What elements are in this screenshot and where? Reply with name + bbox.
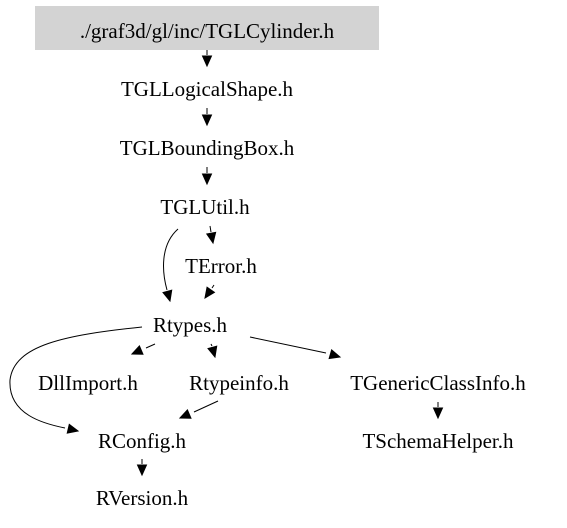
node-label: RConfig.h: [98, 429, 187, 453]
arrowhead: [178, 409, 192, 419]
arrowhead: [130, 345, 144, 355]
node-generic[interactable]: TGenericClassInfo.h: [350, 371, 526, 395]
arrowhead: [205, 231, 217, 245]
node-schema[interactable]: TSchemaHelper.h: [362, 429, 514, 453]
edges-layer: [9, 50, 444, 477]
edge-util-to-rtypes: [162, 228, 179, 303]
edge-line: [145, 343, 156, 349]
arrowhead: [162, 289, 173, 303]
node-highlight-box: [35, 6, 379, 50]
node-label: TGLBoundingBox.h: [120, 136, 295, 160]
node-bbox[interactable]: TGLBoundingBox.h: [120, 136, 295, 160]
node-terror[interactable]: TError.h: [185, 254, 257, 278]
node-root[interactable]: ./graf3d/gl/inc/TGLCylinder.h: [35, 6, 379, 50]
arrowhead: [66, 423, 80, 434]
node-label: Rtypes.h: [153, 313, 228, 337]
edge-util-to-terror: [205, 225, 217, 245]
edge-line: [9, 326, 143, 429]
node-label: TError.h: [185, 254, 257, 278]
edge-line: [209, 225, 212, 233]
edge-rtypes-to-dllimport: [130, 343, 156, 355]
arrowhead: [136, 464, 148, 477]
node-label: TGLLogicalShape.h: [121, 77, 294, 101]
arrowhead: [432, 407, 444, 420]
node-label: Rtypeinfo.h: [189, 371, 289, 395]
node-label: TGLUtil.h: [160, 195, 250, 219]
edge-bbox-to-util: [201, 167, 213, 186]
edge-line: [249, 336, 327, 354]
node-logical[interactable]: TGLLogicalShape.h: [121, 77, 294, 101]
edge-line: [210, 343, 213, 347]
arrowhead: [207, 345, 218, 359]
node-rtypes[interactable]: Rtypes.h: [153, 313, 228, 337]
node-rtypeinfo[interactable]: Rtypeinfo.h: [189, 371, 289, 395]
edge-line: [193, 400, 219, 413]
edge-rconfig-to-rversion: [136, 459, 148, 477]
node-dllimport[interactable]: DllImport.h: [38, 371, 138, 395]
node-label: TGenericClassInfo.h: [350, 371, 526, 395]
nodes-layer: ./graf3d/gl/inc/TGLCylinder.hTGLLogicalS…: [35, 6, 526, 510]
node-label: RVersion.h: [96, 486, 189, 510]
edge-terror-to-rtypes: [204, 284, 216, 299]
edge-rtypes-to-generic: [249, 336, 342, 360]
edge-line: [211, 284, 215, 289]
edge-rtypes-to-rtypeinfo: [207, 343, 218, 359]
node-label: ./graf3d/gl/inc/TGLCylinder.h: [80, 19, 335, 43]
node-label: TSchemaHelper.h: [362, 429, 514, 453]
node-util[interactable]: TGLUtil.h: [160, 195, 250, 219]
node-label: DllImport.h: [38, 371, 138, 395]
node-rversion[interactable]: RVersion.h: [96, 486, 189, 510]
edge-rtypes-to-rconfig: [9, 326, 143, 434]
edge-root-to-logical: [201, 50, 213, 68]
edge-line: [163, 228, 179, 291]
arrowhead: [201, 114, 213, 127]
arrowhead: [328, 349, 342, 360]
node-rconfig[interactable]: RConfig.h: [98, 429, 187, 453]
arrowhead: [201, 173, 213, 186]
edge-rtypeinfo-to-rconfig: [178, 400, 219, 419]
edge-generic-to-schema: [432, 402, 444, 420]
arrowhead: [204, 286, 216, 299]
arrowhead: [201, 55, 213, 68]
edge-logical-to-bbox: [201, 108, 213, 127]
